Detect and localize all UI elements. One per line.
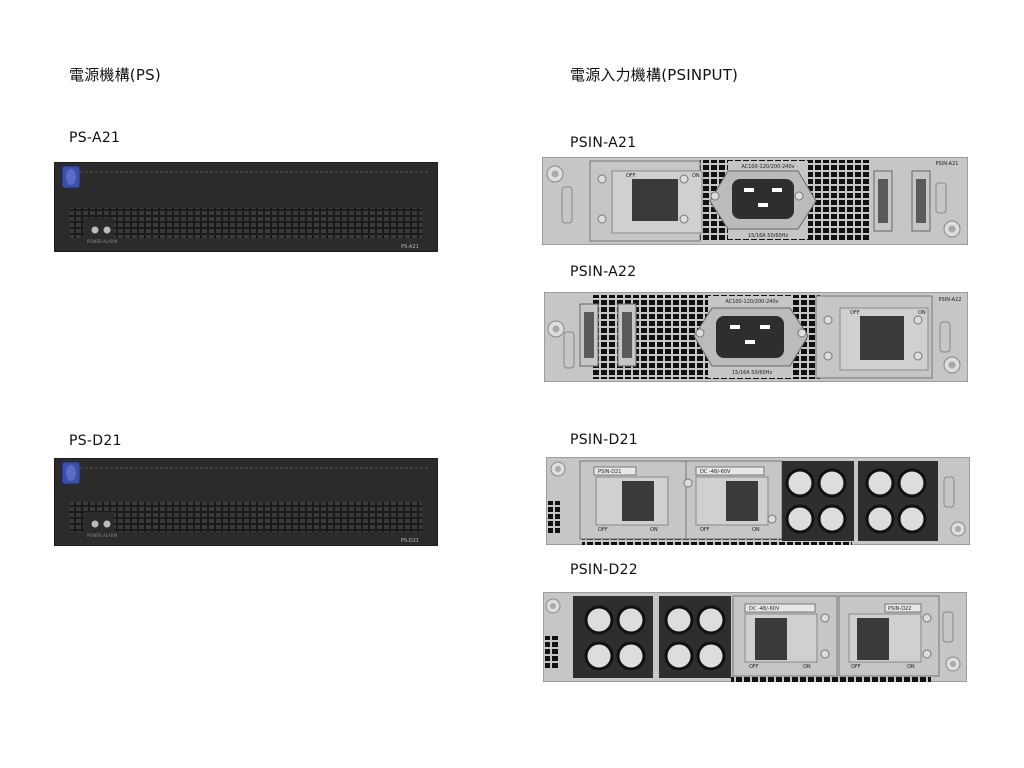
psin-a22-tag: PSIN-A22 (939, 297, 962, 303)
alarm-led-icon (103, 520, 111, 528)
breaker-switch-2[interactable] (857, 618, 889, 660)
power-led-label: POWER (87, 533, 102, 538)
psin-a22-label: PSIN-A22 (570, 264, 637, 280)
screw-icon (545, 598, 561, 614)
ps-a21-tag: PS-A21 (401, 244, 419, 250)
power-led-icon (91, 226, 99, 234)
screw-icon (547, 320, 565, 338)
ps-d21-unit[interactable]: POWER ALARM PS-D21 (54, 458, 438, 546)
power-led-label: POWER (87, 239, 102, 244)
off-label: OFF (749, 664, 759, 670)
ps-a21-unit[interactable]: POWER ALARM PS-A21 (54, 162, 438, 252)
ac-current-label: 15/16A 50/60Hz (748, 233, 789, 239)
ac-inlet-icon (716, 316, 784, 358)
ps-section-heading: 電源機構(PS) (69, 66, 161, 84)
ac-current-label: 15/16A 50/60Hz (732, 370, 773, 376)
blue-latch-icon[interactable] (61, 461, 81, 485)
lever-left[interactable] (584, 312, 594, 358)
dc-rating-label: DC -48/-60V (749, 606, 780, 612)
psin-d21-unit[interactable]: PSIN-D21 OFF ON DC -48/-60V OFF ON (546, 457, 970, 545)
alarm-led-label: ALARM (103, 533, 118, 538)
alarm-led-label: ALARM (103, 239, 118, 244)
screw-icon (945, 656, 961, 672)
off-label: OFF (598, 527, 608, 533)
ps-d21-tag: PS-D21 (401, 538, 419, 544)
on-label: ON (650, 527, 658, 533)
psin-a22-unit[interactable]: AC100-120/200-240v 15/16A 50/60Hz OFF ON… (544, 292, 968, 382)
screw-icon (546, 165, 564, 183)
lever-right[interactable] (622, 312, 632, 358)
breaker-switch-1[interactable] (622, 481, 654, 521)
screw-icon (950, 521, 966, 537)
lever-right[interactable] (916, 179, 926, 223)
ac-rating-label: AC100-120/200-240v (725, 299, 778, 305)
psin-d22-unit[interactable]: DC -48/-60V OFF ON PSIN-D22 OFF ON (543, 592, 967, 682)
on-label: ON (752, 527, 760, 533)
psin-a21-unit[interactable]: OFF ON AC100-120/200-240v 15/16A 50/60Hz… (542, 157, 968, 245)
ps-a21-label: PS-A21 (69, 130, 121, 146)
breaker-switch-2[interactable] (726, 481, 758, 521)
off-label: OFF (700, 527, 710, 533)
psin-d22-label: PSIN-D22 (570, 562, 638, 578)
on-label: ON (803, 664, 811, 670)
psin-d22-tag: PSIN-D22 (888, 606, 911, 612)
ac-inlet-icon (732, 179, 794, 219)
on-label: ON (907, 664, 915, 670)
psin-a21-tag: PSIN-A21 (936, 161, 959, 167)
screw-icon (943, 220, 961, 238)
psin-d21-tag: PSIN-D21 (598, 469, 621, 475)
off-label: OFF (850, 310, 860, 316)
screw-icon (943, 356, 961, 374)
psinput-section-heading: 電源入力機構(PSINPUT) (570, 66, 739, 84)
on-label: ON (918, 310, 926, 316)
lever-left[interactable] (878, 179, 888, 223)
off-label: OFF (851, 664, 861, 670)
breaker-switch[interactable] (860, 316, 904, 360)
ac-rating-label: AC100-120/200-240v (741, 164, 794, 170)
psin-d21-label: PSIN-D21 (570, 432, 638, 448)
alarm-led-icon (103, 226, 111, 234)
breaker-switch-1[interactable] (755, 618, 787, 660)
breaker-switch[interactable] (632, 179, 678, 221)
blue-latch-icon[interactable] (61, 165, 81, 189)
on-label: ON (692, 173, 700, 179)
screw-icon (550, 461, 566, 477)
psin-a21-label: PSIN-A21 (570, 135, 637, 151)
off-label: OFF (626, 173, 636, 179)
ps-d21-label: PS-D21 (69, 433, 122, 449)
dc-rating-label: DC -48/-60V (700, 469, 731, 475)
power-led-icon (91, 520, 99, 528)
